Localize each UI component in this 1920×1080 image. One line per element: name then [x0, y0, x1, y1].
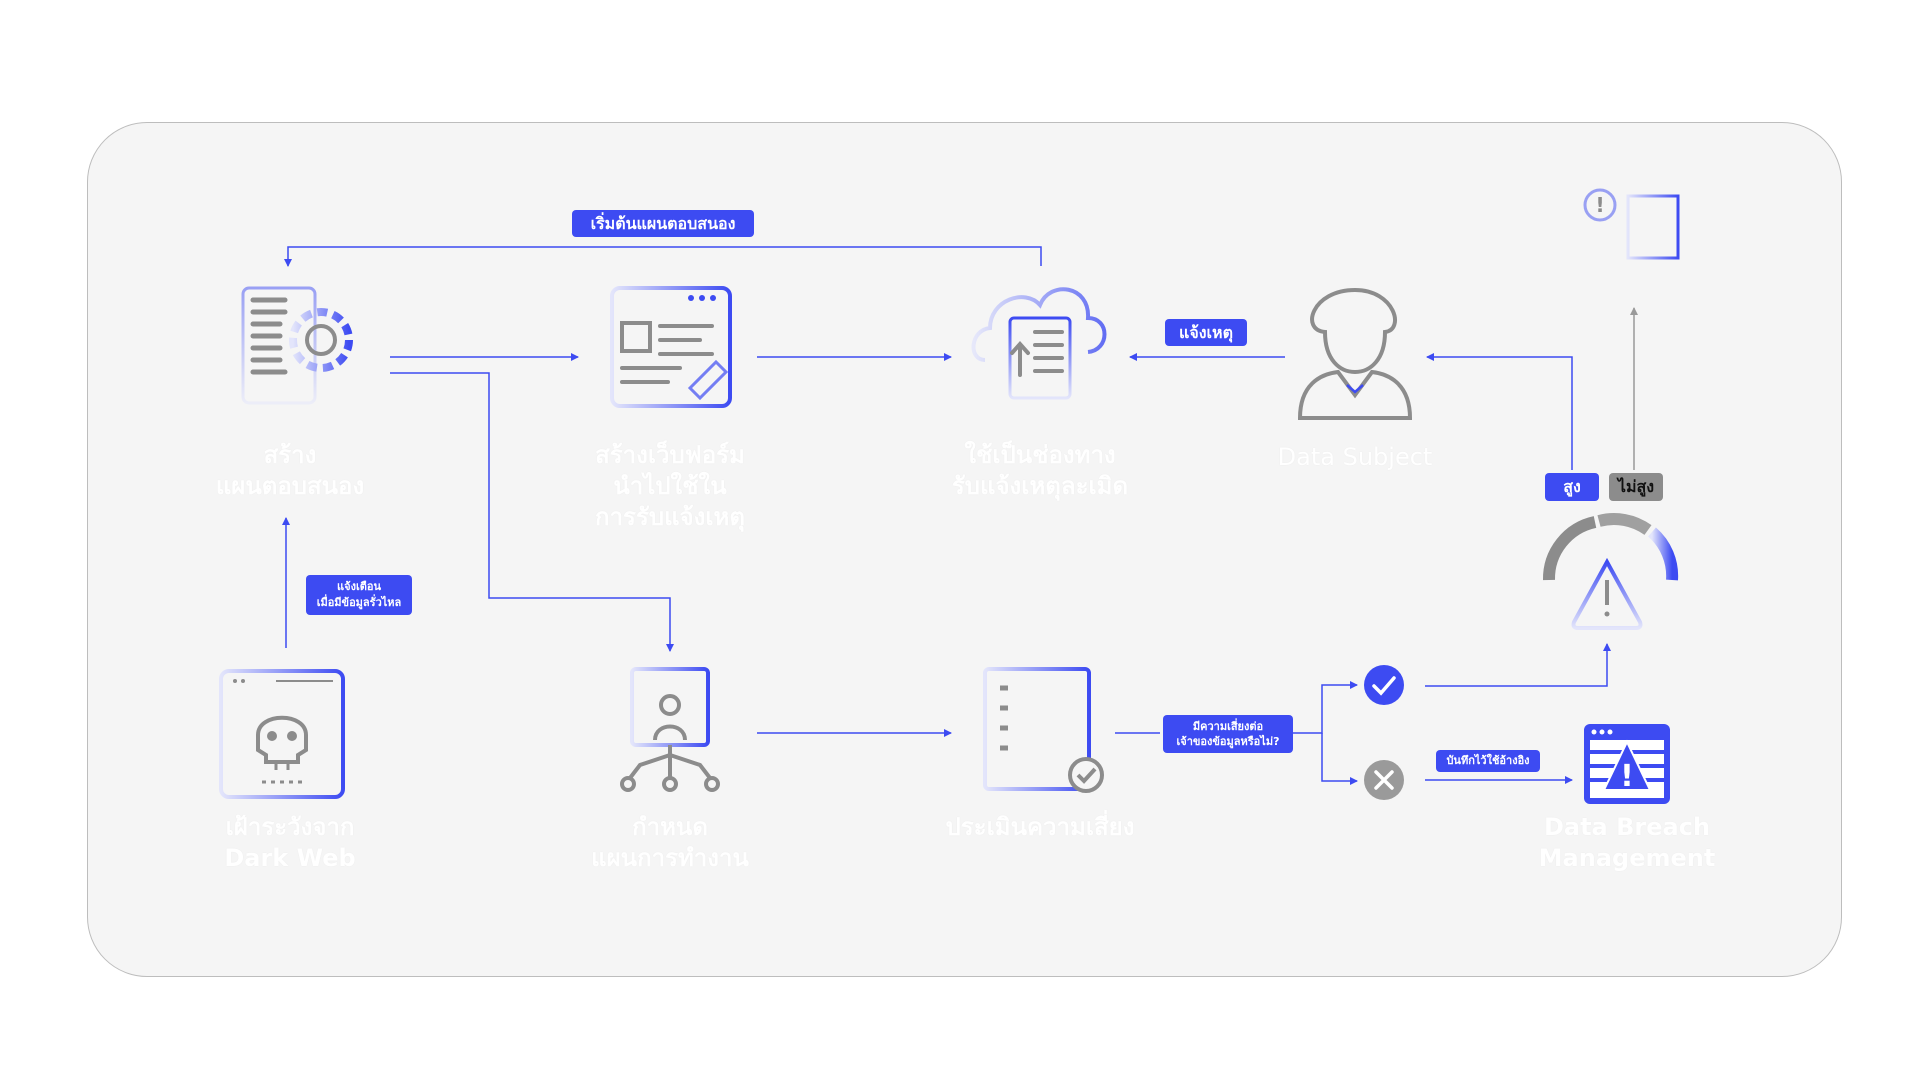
tag-record: บันทึกไว้ใช้อ้างอิง [1436, 750, 1540, 772]
arrow-high-to-subject [1426, 353, 1573, 470]
arrow-decision-to-yes [1292, 681, 1358, 734]
label-data-subject: Data Subject [1265, 442, 1445, 473]
label-line: สร้างเว็บฟอร์ม [595, 441, 745, 469]
org-chart-icon [620, 667, 720, 792]
checklist-icon [983, 667, 1104, 793]
document-gear-icon [241, 286, 353, 405]
label-line: เฝ้าระวังจาก [225, 813, 355, 841]
label-line: Data Breach [1543, 813, 1711, 841]
government-building-icon: ! [1583, 188, 1680, 260]
label-assign-plan: กำหนด แผนการทำงาน [570, 812, 770, 874]
diagram-frame [87, 122, 1842, 977]
tag-line: เจ้าของข้อมูลหรือไม่? [1176, 735, 1280, 748]
label-line: แผนการทำงาน [591, 844, 749, 872]
tag-alert: แจ้งเตือน เมื่อมีข้อมูลรั่วไหล [306, 575, 412, 615]
risk-gauge-icon [1542, 513, 1679, 630]
label-line: Data Subject [1277, 443, 1433, 471]
tag-line: เมื่อมีข้อมูลรั่วไหล [316, 596, 402, 609]
label-line: กำหนด [632, 813, 708, 841]
label-line: นำไปใช้ใน [613, 472, 727, 500]
label-line: ใช้เป็นช่องทาง [964, 441, 1116, 469]
label-web-form: สร้างเว็บฟอร์ม นำไปใช้ใน การรับแจ้งเหตุ [575, 440, 765, 533]
svg-text:!: ! [1595, 193, 1604, 217]
check-circle-icon [1364, 665, 1404, 705]
label-dark-web: เฝ้าระวังจาก Dark Web [200, 812, 380, 874]
person-icon [1297, 287, 1413, 420]
label-line: Dark Web [224, 844, 356, 872]
connectors [282, 246, 1611, 785]
label-create-plan: สร้าง แผนตอบสนอง [200, 440, 380, 502]
arrow-plan-to-assign [390, 372, 674, 652]
label-breach-mgmt: Data Breach Management [1522, 812, 1732, 874]
label-line: ประเมินความเสี่ยง [945, 813, 1135, 841]
arrow-decision-to-no [1321, 733, 1358, 785]
arrow-yes-to-gauge [1425, 643, 1611, 687]
tag-line: มีความเสี่ยงต่อ [1192, 720, 1264, 733]
label-line: รับแจ้งเหตุละเมิด [951, 472, 1129, 500]
label-risk-assess: ประเมินความเสี่ยง [935, 812, 1145, 843]
label-line: แผนตอบสนอง [215, 472, 365, 500]
skull-browser-icon [219, 669, 345, 799]
tag-line: แจ้งเตือน [337, 580, 381, 593]
label-line: สร้าง [263, 441, 317, 469]
tag-high: สูง [1545, 473, 1599, 501]
cloud-upload-icon [971, 287, 1107, 400]
alert-window-icon: ! [1584, 724, 1670, 804]
tag-not-high: ไม่สูง [1609, 473, 1663, 501]
svg-text:!: ! [1620, 759, 1634, 794]
label-line: การรับแจ้งเหตุ [595, 503, 745, 531]
tag-risk-question: มีความเสี่ยงต่อ เจ้าของข้อมูลหรือไม่? [1163, 715, 1293, 753]
tag-start-plan: เริ่มต้นแผนตอบสนอง [572, 210, 754, 237]
arrow-channel-to-plan [284, 246, 1042, 267]
label-channel: ใช้เป็นช่องทาง รับแจ้งเหตุละเมิด [935, 440, 1145, 502]
tag-report: แจ้งเหตุ [1165, 319, 1247, 346]
cross-circle-icon [1364, 760, 1404, 800]
web-form-icon [610, 286, 732, 408]
label-line: Management [1538, 844, 1716, 872]
